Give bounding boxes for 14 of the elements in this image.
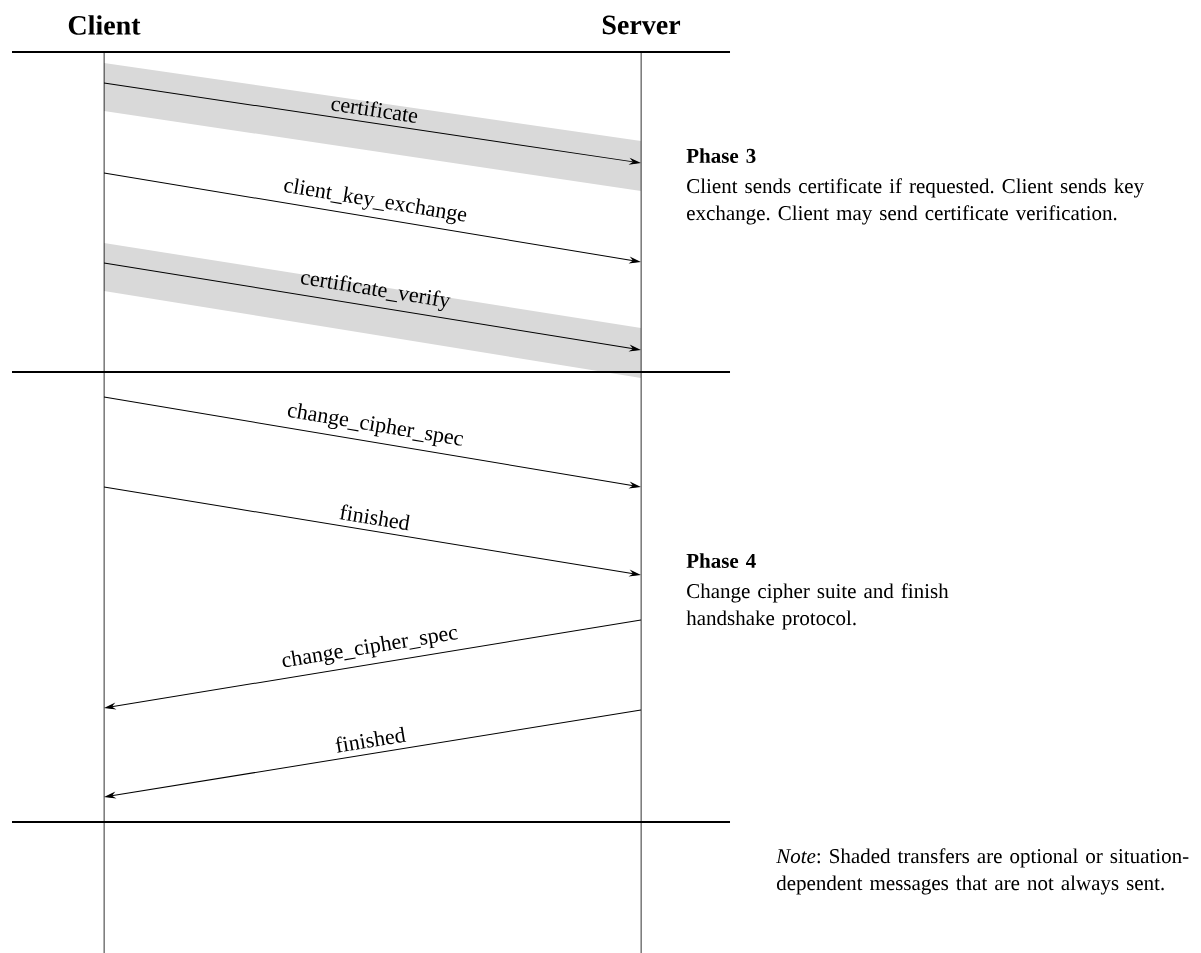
participant-label: Server bbox=[602, 15, 681, 35]
edge-label: finished bbox=[335, 726, 407, 753]
message-arrow bbox=[103, 172, 640, 264]
message-arrow bbox=[103, 486, 640, 577]
message-arrow bbox=[103, 396, 640, 489]
message-arrow bbox=[103, 262, 640, 352]
message-arrow bbox=[105, 619, 642, 710]
message-arrow bbox=[105, 709, 642, 799]
edge-label: certificate bbox=[331, 100, 418, 123]
message-arrow bbox=[103, 82, 640, 165]
edge-label: finished bbox=[339, 504, 410, 531]
edge-label: certificate_verify bbox=[301, 274, 451, 312]
note-text: Note: Shaded transfers are optional or situation-dependent messages that are not always sent. bbox=[776, 848, 1189, 895]
participant-label: Client bbox=[68, 15, 141, 35]
